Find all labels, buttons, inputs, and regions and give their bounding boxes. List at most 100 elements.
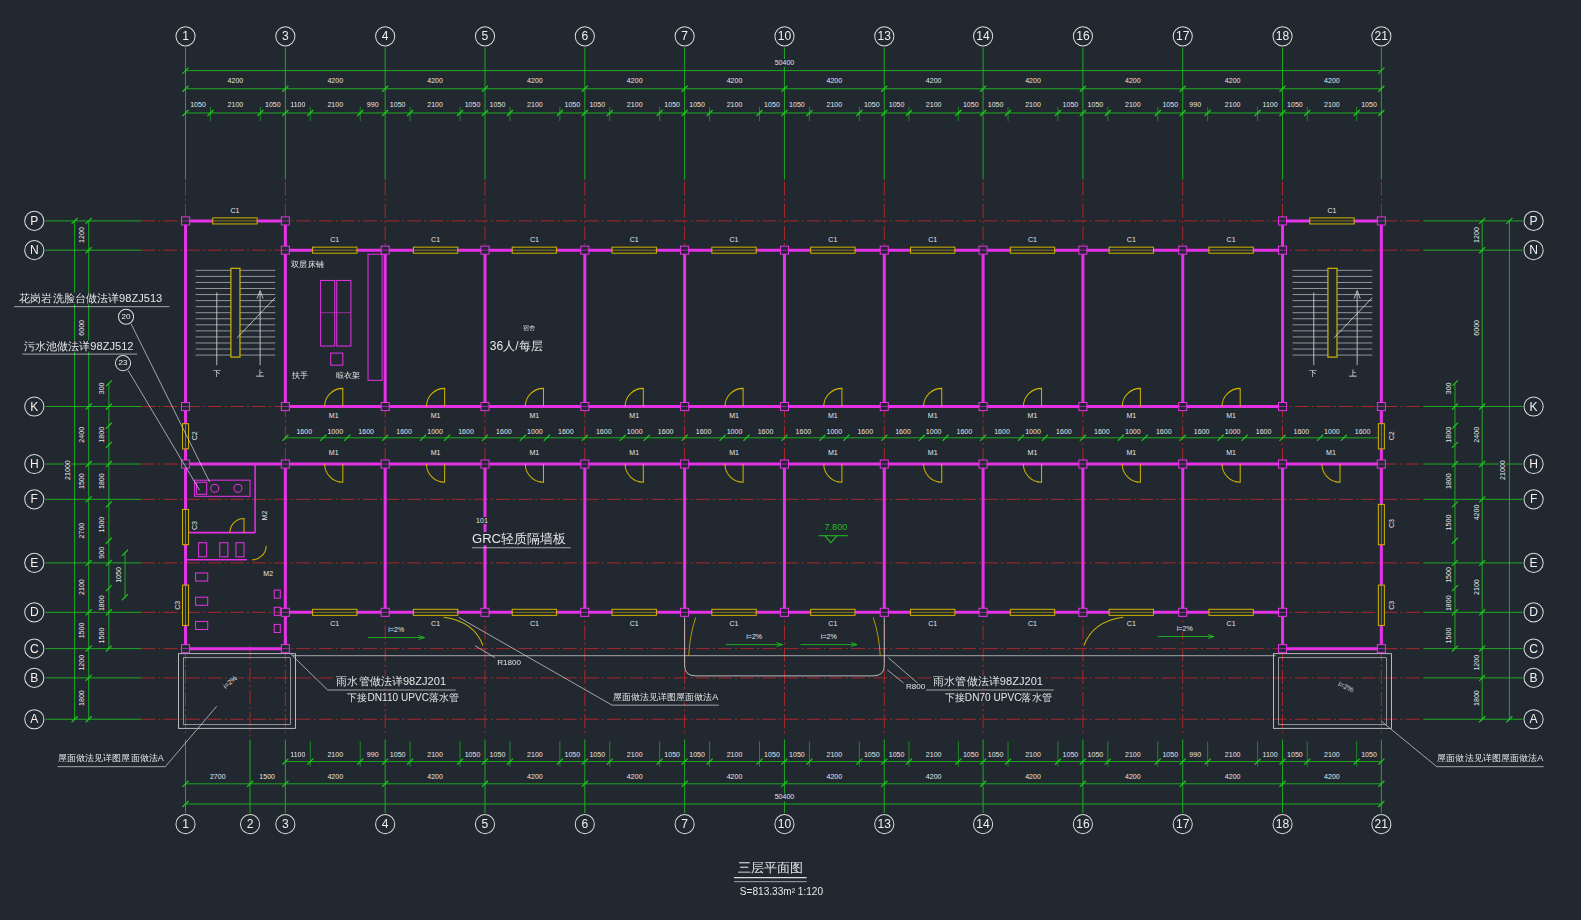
- dimension-text: 1000: [1224, 428, 1242, 435]
- dimension-tick: [980, 110, 986, 116]
- dimension-text: 1050: [788, 751, 806, 758]
- callout-note: 下接DN110 UPVC落水管: [346, 693, 460, 703]
- leader-line: [459, 617, 612, 705]
- window-tag: C1: [827, 236, 838, 243]
- grid-extension: [385, 739, 386, 813]
- dimension-tick: [382, 781, 388, 787]
- dimension-tick: [1378, 68, 1384, 74]
- axis-bubble: 13: [874, 814, 894, 834]
- axis-bubble: 2: [240, 814, 260, 834]
- axis-bubble: A: [24, 709, 44, 729]
- dimension-text: 1500: [78, 472, 85, 490]
- stair-tread: [240, 276, 275, 277]
- grid-extension: [784, 739, 785, 813]
- window-glass: [1109, 250, 1153, 251]
- dimension-text: 2100: [1024, 751, 1042, 758]
- dimension-tick: [1018, 435, 1024, 441]
- dimension-text: 1050: [1062, 101, 1080, 108]
- drawing-caption: S=813.33m² 1:120: [739, 887, 824, 897]
- window-glass: [811, 612, 855, 613]
- dimension-tick: [743, 435, 749, 441]
- dimension-tick: [620, 435, 626, 441]
- dimension-text: 2100: [726, 101, 744, 108]
- column-mark: [181, 464, 189, 465]
- window-glass: [213, 220, 257, 221]
- column-mark: [1279, 464, 1287, 465]
- window: [413, 609, 457, 615]
- dimension-text: 900: [98, 546, 105, 560]
- dimension-text: 1600: [1193, 428, 1211, 435]
- dimension-line: [285, 437, 1381, 438]
- dimension-text: 2100: [78, 578, 85, 596]
- axis-line: [141, 677, 1424, 678]
- axis-bubble-text: H: [1529, 458, 1538, 470]
- grid-extension: [1424, 406, 1523, 407]
- window-tag: C1: [927, 620, 938, 627]
- wall: [1181, 250, 1184, 406]
- stair-tread: [1337, 330, 1372, 331]
- window-glass: [1010, 612, 1054, 613]
- window-tag: C1: [629, 236, 640, 243]
- stair-tread: [1293, 306, 1328, 307]
- axis-bubble-text: 1: [182, 30, 189, 42]
- window-glass: [313, 612, 357, 613]
- axis-bubble: 7: [675, 26, 695, 46]
- stair-tread: [1337, 306, 1372, 307]
- dimension-tick: [382, 86, 388, 92]
- label-underline: [328, 689, 456, 690]
- axis-bubble-text: 3: [282, 818, 289, 830]
- grid-extension: [1424, 612, 1523, 613]
- dimension-tick: [86, 461, 92, 467]
- dimension-text: 4200: [925, 773, 943, 780]
- window-tag: C1: [229, 207, 240, 214]
- dimension-text: 2100: [426, 751, 444, 758]
- dimension-extension: [908, 741, 909, 766]
- dimension-text: 2100: [526, 101, 544, 108]
- dimension-tick: [1452, 423, 1458, 429]
- dimension-text: 1600: [657, 428, 675, 435]
- column: [780, 246, 788, 254]
- stair-tread: [1337, 294, 1372, 295]
- dimension-tick: [980, 86, 986, 92]
- dimension-tick: [582, 759, 588, 765]
- column: [1179, 608, 1187, 616]
- label-underline: [14, 306, 169, 307]
- callout-number: 23: [115, 355, 131, 371]
- bunk-bed: [321, 280, 335, 346]
- window-tag: C1: [1126, 620, 1137, 627]
- dimension-tick: [86, 609, 92, 615]
- dimension-tick: [1452, 442, 1458, 448]
- dimension-tick: [1479, 609, 1485, 615]
- wardrobe: [368, 254, 382, 380]
- dimension-tick: [943, 435, 949, 441]
- dimension-text: 1050: [962, 751, 980, 758]
- window-tag: C3: [1388, 600, 1395, 611]
- toilet: [236, 543, 244, 557]
- dimension-text: 4200: [1323, 77, 1341, 84]
- dimension-tick: [1080, 86, 1086, 92]
- dimension-extension: [1057, 741, 1058, 766]
- column-mark: [381, 464, 389, 465]
- grid-extension: [45, 464, 141, 465]
- dimension-line: [108, 383, 109, 648]
- dimension-tick: [1452, 538, 1458, 544]
- axis-bubble-text: 10: [778, 30, 791, 42]
- stair-tread: [196, 342, 231, 343]
- column-mark: [681, 464, 689, 465]
- column-mark: [281, 250, 289, 251]
- leader-line: [165, 706, 216, 767]
- door-swing: [325, 464, 343, 482]
- door-tag: M1: [430, 449, 442, 456]
- dimension-text: 1600: [395, 428, 413, 435]
- axis-bubble: 13: [874, 26, 894, 46]
- dimension-extension: [1356, 741, 1357, 766]
- dimension-tick: [1479, 675, 1485, 681]
- stair-tread: [1337, 270, 1372, 271]
- dimension-extension: [260, 107, 261, 121]
- dimension-text: 4200: [1024, 77, 1042, 84]
- dimension-text: 1000: [925, 428, 943, 435]
- dimension-text: 1600: [1055, 428, 1073, 435]
- dimension-text: 1500: [1445, 566, 1452, 584]
- dimension-tick: [320, 435, 326, 441]
- dimension-tick: [520, 435, 526, 441]
